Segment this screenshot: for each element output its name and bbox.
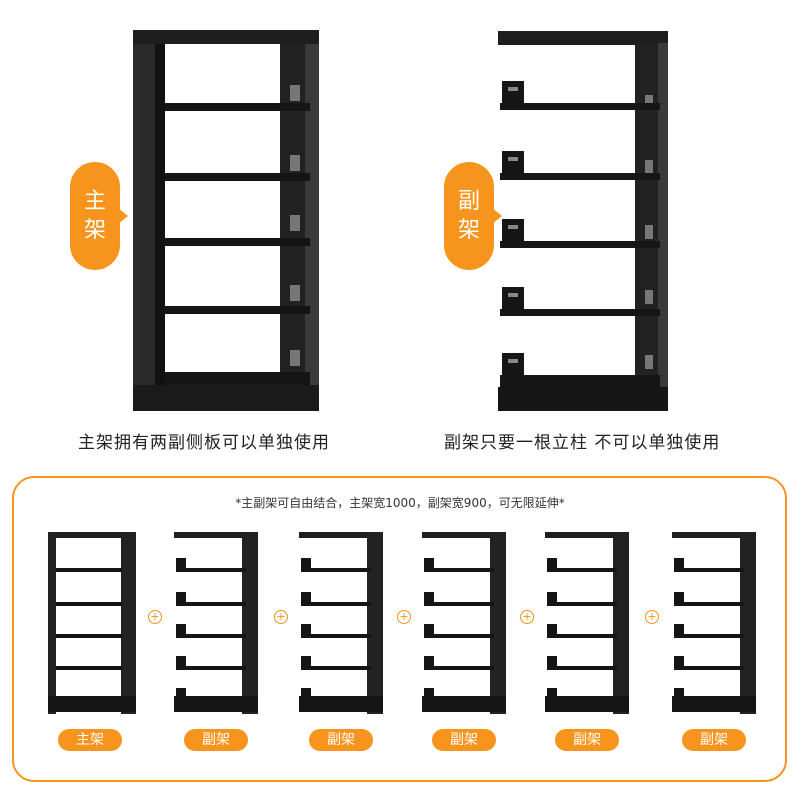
label-sub-frame: 副架 [555,729,619,751]
label-main-frame: 主架 [58,729,122,751]
small-sub-frame-image-2 [299,532,383,714]
label-sub-frame: 副架 [682,729,746,751]
plus-icon: + [274,610,288,624]
label-sub-frame: 副架 [432,729,496,751]
main-frame-tag: 主架 [70,162,120,270]
sub-frame-caption: 副架只要一根立柱 不可以单独使用 [444,433,721,453]
sub-frame-tag-arrow [492,208,502,224]
combination-panel [12,476,787,782]
plus-icon: + [397,610,411,624]
main-frame-tag-label: 主架 [83,189,106,243]
small-sub-frame-image-1 [174,532,258,714]
small-sub-frame-image-3 [422,532,506,714]
sub-frame-tag: 副架 [444,162,494,270]
label-sub-frame: 副架 [184,729,248,751]
sub-frame-tag-label: 副架 [457,189,480,243]
plus-icon: + [645,610,659,624]
label-sub-frame: 副架 [309,729,373,751]
small-main-frame-image [48,532,136,714]
small-sub-frame-image-4 [545,532,629,714]
main-frame-tag-arrow [118,208,128,224]
combination-note: *主副架可自由结合，主架宽1000，副架宽900，可无限延伸* [235,496,565,510]
small-sub-frame-image-5 [672,532,756,714]
plus-icon: + [148,610,162,624]
main-frame-shelf-image [133,30,319,411]
main-frame-caption: 主架拥有两副侧板可以单独使用 [78,433,330,453]
plus-icon: + [520,610,534,624]
sub-frame-shelf-image [498,31,668,411]
